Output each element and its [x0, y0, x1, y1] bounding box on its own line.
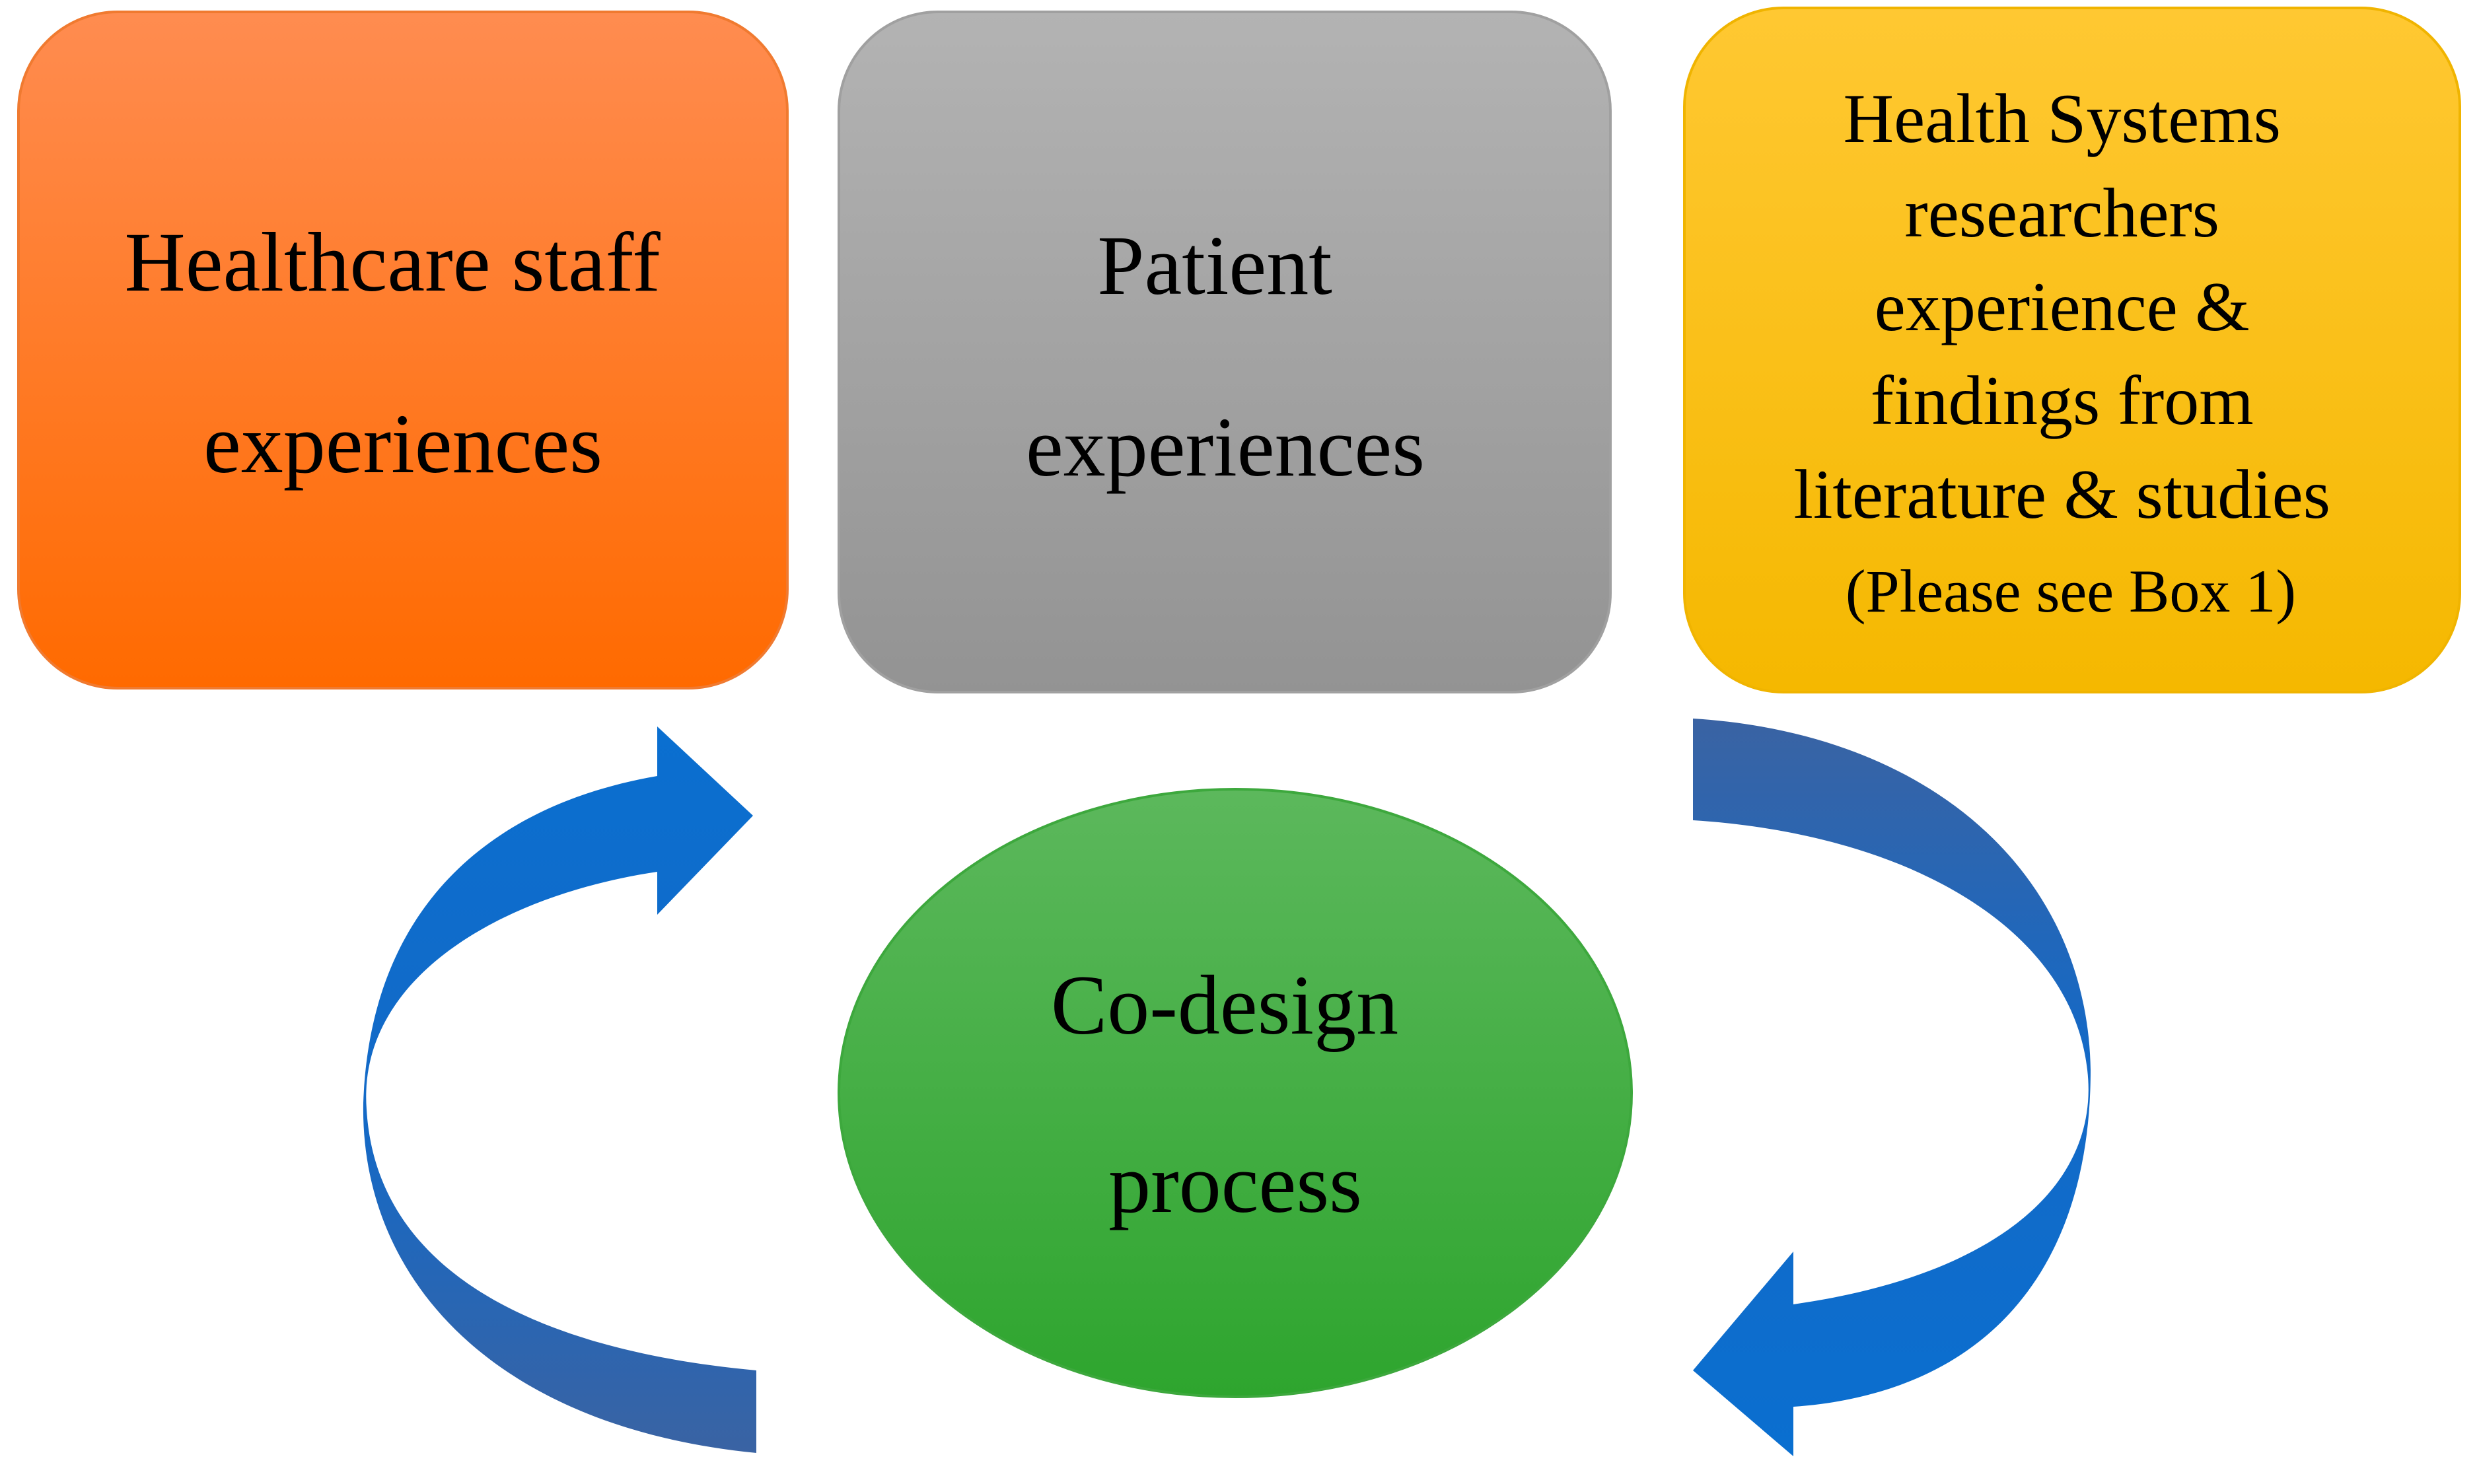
- svg-text:Health Systems researche: Health Systems researchers experience & …: [1794, 80, 2348, 625]
- svg-text:Co-design process: Co-design process: [1051, 958, 1419, 1230]
- svg-text:Patient experiences: Patient experiences: [1026, 219, 1425, 494]
- healthcare-staff-label-line-1: Healthcare staff: [124, 215, 661, 309]
- healthcare-staff-label-line-2: experiences: [203, 397, 602, 491]
- health-systems-label-line-6: (Please see Box 1): [1846, 557, 2296, 625]
- right-arrow-shape: [1693, 719, 2091, 1456]
- co-design-label-line-2: process: [1108, 1137, 1362, 1230]
- healthcare-staff-box: Healthcare staff experiences: [17, 11, 789, 689]
- patient-label-line-2: experiences: [1026, 400, 1425, 494]
- svg-text:Healthcare staff experie: Healthcare staff experiences: [124, 215, 681, 491]
- patient-label-line-1: Patient: [1097, 219, 1332, 312]
- curved-arrow-down-left-icon: [1693, 719, 2091, 1456]
- health-systems-label-line-1: Health Systems: [1844, 80, 2281, 157]
- co-design-label-line-1: Co-design: [1051, 958, 1398, 1052]
- healthcare-staff-box-shape: [17, 11, 789, 689]
- health-systems-label-line-2: researchers: [1904, 174, 2219, 252]
- patient-box: Patient experiences: [838, 11, 1612, 693]
- left-arrow-shape: [363, 726, 756, 1453]
- health-systems-label-line-3: experience &: [1875, 268, 2250, 345]
- curved-arrow-up-right-icon: [363, 726, 756, 1453]
- health-systems-box-shape: [1683, 7, 2461, 693]
- health-systems-label-line-5: literature & studies: [1794, 456, 2330, 533]
- patient-box-shape: [838, 11, 1612, 693]
- health-systems-box: Health Systems researchers experience & …: [1683, 7, 2461, 693]
- co-design-process-shape: [838, 788, 1633, 1398]
- co-design-process-node: Co-design process: [838, 788, 1633, 1398]
- health-systems-label-line-4: findings from: [1871, 362, 2254, 439]
